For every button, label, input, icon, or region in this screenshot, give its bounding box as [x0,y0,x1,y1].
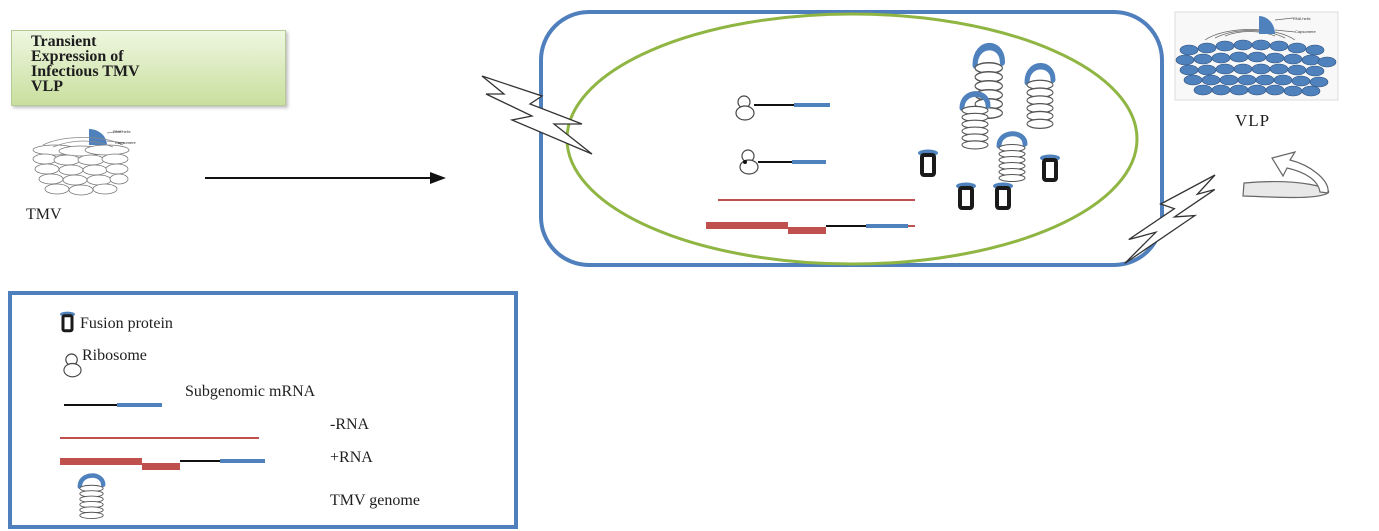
ribosome-mrna-2 [739,149,826,175]
tmv-label: TMV [26,206,62,223]
title-line-2: Expression of [31,48,124,65]
tmv-inset-rna-helix-text: RNA helix [113,129,131,134]
title-line-4: VLP [31,78,63,95]
fusion-protein-3 [954,180,978,210]
title-box: Transient Expression of Infectious TMV V… [11,30,286,106]
infection-arrow [205,172,446,184]
right-lightning-bolt-icon [1124,174,1216,264]
vlp-inset-capsomere-text: Capsomere [1295,29,1316,34]
fusion-protein-4 [991,180,1015,210]
legend-ribosome-label: Ribosome [82,347,147,364]
legend-fusion-protein-icon [58,310,77,333]
curved-arrow-icon [1242,151,1330,199]
legend-plus-rna-icon [60,458,265,470]
fusion-protein-1 [916,147,940,177]
cell-wall [539,10,1164,267]
vlp-particle-icon: RNA helix Capsomere [1174,11,1339,101]
legend-ribosome-icon [63,353,82,378]
left-lightning-bolt-icon [481,75,593,155]
cell-plus-rna [706,222,915,234]
vlp-label: VLP [1235,111,1271,130]
legend-subgenomic-mrna-label: Subgenomic mRNA [185,383,316,400]
legend-plus-rna-label: +RNA [330,449,373,466]
tmv-inset-capsomere-text: Capsomere [115,140,136,145]
vlp-inset-rna-helix-text: RNA helix [1293,16,1311,21]
legend-fusion-protein-label: Fusion protein [80,315,173,332]
ribosome-mrna-1 [735,95,830,121]
tmv-particle-icon: RNA helix Capsomere [32,129,136,196]
legend-minus-rna-label: -RNA [330,416,370,433]
fusion-protein-2 [1038,152,1062,182]
genome-coil-2 [1027,66,1053,128]
title-line-1: Transient [31,33,97,50]
legend-box [8,291,518,529]
genome-coil-4 [999,134,1025,182]
title-line-3: Infectious TMV [31,63,140,80]
legend-tmv-genome-label: TMV genome [330,492,420,509]
legend-tmv-genome-icon [80,476,103,519]
